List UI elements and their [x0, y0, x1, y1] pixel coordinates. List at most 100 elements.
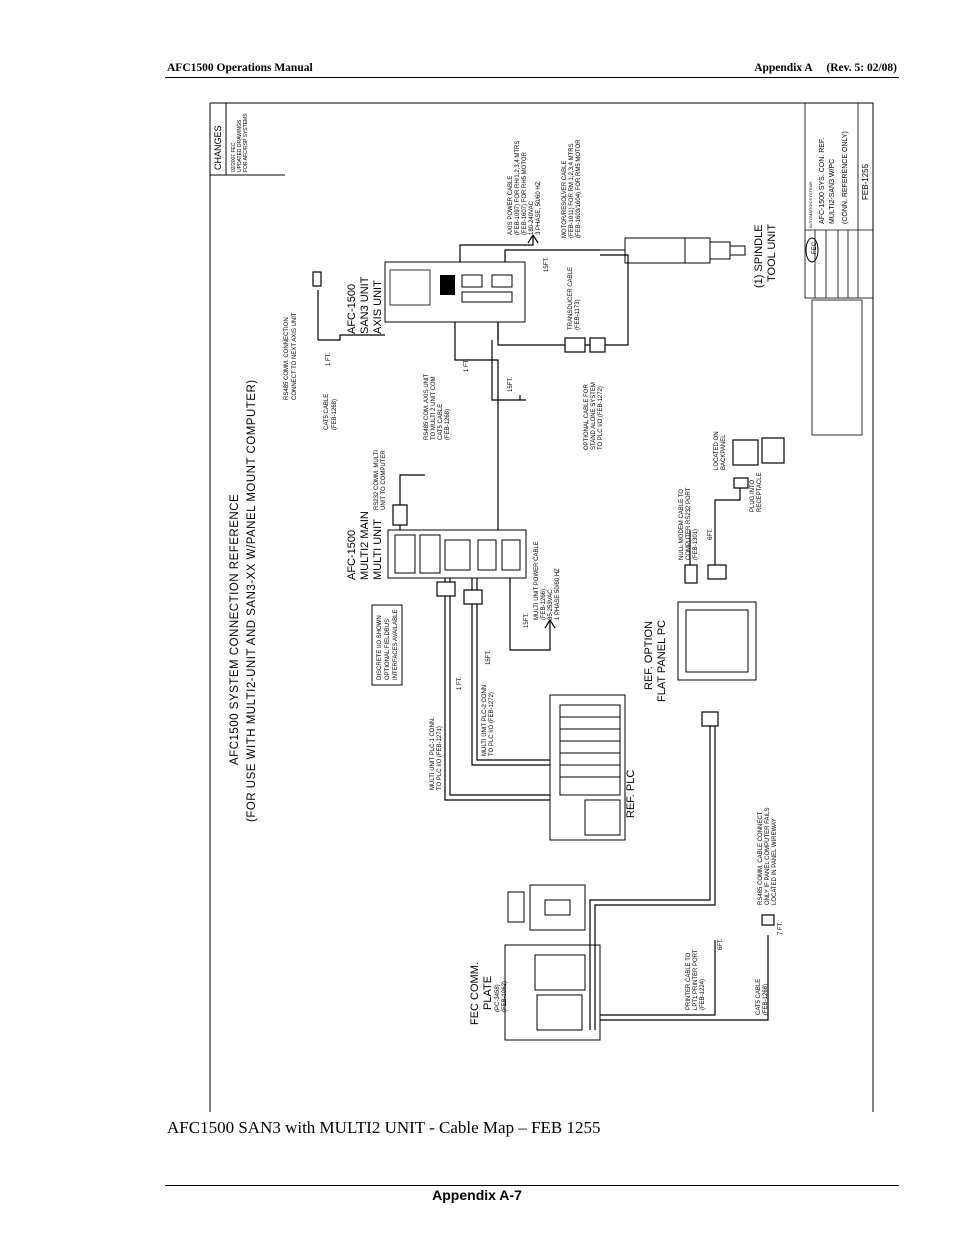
- page-footer: Appendix A-7: [432, 1187, 522, 1203]
- discrete-io-note: DISCRETE I/O SHOWN OPTIONAL FIELDBUS INT…: [371, 604, 403, 686]
- modem-plug-labels: NULL MODEM CABLE TO COMPUTER RS232 PORT …: [679, 431, 763, 560]
- length-15ft-b: 15FT.: [544, 257, 550, 272]
- axis-power-5: 3 PHASE, 50/60 HZ: [536, 181, 542, 235]
- flat-panel-label-2: FLAT PANEL PC: [656, 620, 668, 702]
- axis-power-3: (FEB-1607) FOR RH5 MOTOR: [522, 151, 528, 235]
- changes-line-1: 02/2007 FEC: [231, 142, 237, 172]
- san3-label-1: AFC-1500: [346, 284, 358, 334]
- cat5-bottom-2: (FEB-1268): [763, 984, 769, 1015]
- flat-panel-label-1: REF. OPTION: [643, 621, 655, 690]
- motor-resolver-2: (FEB-1011) FOR RM 1,2,3,4 MTRS: [569, 143, 575, 238]
- modem-1: NULL MODEM CABLE TO: [679, 489, 685, 560]
- printer-1: PRINTER CABLE TO: [686, 952, 692, 1010]
- header-manual-title: AFC1500 Operations Manual: [167, 62, 313, 74]
- multi-power-1: MULTI UNIT POWER CABLE: [534, 541, 540, 620]
- spindle-label-2: TOOL UNIT: [766, 224, 778, 282]
- length-1ft-b: 1 FT.: [464, 358, 470, 372]
- fec-label-3: (PC-3458): [495, 984, 501, 1012]
- motor-resolver-3: (FEB-1603/1604) FOR RM5 MOTOR: [576, 139, 582, 238]
- fec-label-2: PLATE: [482, 976, 494, 1010]
- flat-panel-pc: REF. OPTION FLAT PANEL PC: [643, 601, 757, 702]
- san3-label-2: SAN3 UNIT: [359, 276, 371, 334]
- cat5-bottom-1: CAT5 CABLE: [756, 979, 762, 1015]
- header-rule: [165, 77, 899, 78]
- switch-panel: [507, 884, 586, 931]
- rs485-comm-3: LOCATED IN PANEL WIREWAY: [772, 818, 778, 905]
- plug-1: PLUG INTO: [750, 479, 756, 512]
- axis-power-2: (FEB-1097) FOR RH/1,2,3,4 MTRS: [515, 141, 521, 235]
- drawing-subtitle: (FOR USE WITH MULTI2-UNIT AND SAN3-XX W/…: [246, 379, 258, 822]
- rs485-com-axis-4: (FEB-1268): [445, 409, 451, 440]
- rs485-com-axis-3: CAT5 CABLE: [438, 404, 444, 440]
- multi2-label-3: MULTI UNIT: [372, 519, 384, 580]
- optional-cable-3: TO PLC I/O (FEB-1272): [598, 386, 604, 450]
- rs485-next-2: CONNECT TO NEXT AXIS UNIT: [292, 312, 298, 400]
- spindle-label-1: (1) SPINDLE: [753, 224, 765, 288]
- rs485-com-axis-1: RS485 COM. AXIS UNIT: [424, 373, 430, 440]
- optional-cable-1: OPTIONAL CABLE FOR: [584, 384, 590, 450]
- plc2-1: MULTI UNIT PLC-2 CONN.: [482, 683, 488, 756]
- multi2-cables: [392, 420, 698, 801]
- multi2-main-unit: AFC-1500 MULTI2 MAIN MULTI UNIT: [346, 511, 527, 580]
- axis-power-4: 180-240VAC: [529, 200, 535, 235]
- drawing-titles: AFC1500 SYSTEM CONNECTION REFERENCE (FOR…: [229, 379, 258, 822]
- spindle-tool-unit: (1) SPINDLE TOOL UNIT: [600, 224, 778, 288]
- rs485-comm-1: RS485 COMM. CABLE CONNECT: [758, 811, 764, 905]
- san3-labels: RS485 COMM. CONNECTION CONNECT TO NEXT A…: [284, 139, 604, 450]
- printer-3: (FEB-1224): [700, 979, 706, 1010]
- motor-resolver-1: MOTOR/RESOLVER CABLE: [562, 161, 568, 238]
- title-block-company: AUTOMATION SYSTEMS: [808, 181, 813, 228]
- fec-comm-plate: FEC COMM. PLATE (PC-3458) (FEB-1062): [469, 944, 601, 1041]
- multi-power-4: 1 PHASE 50/60 HZ: [555, 568, 561, 620]
- length-6ft-a: 6FT.: [708, 528, 714, 540]
- footer-rule: [165, 1185, 899, 1186]
- bottom-labels: PRINTER CABLE TO LPT1 PRINTER PORT (FEB-…: [686, 808, 784, 1015]
- plc-rack: REF. PLC: [549, 694, 637, 841]
- multi-power-3: 85-253VAC: [548, 589, 554, 620]
- cat5-cable-top-2: (FEB-1268): [332, 399, 338, 430]
- multi2-label-2: MULTI2 MAIN: [359, 511, 371, 580]
- rs485-comm-2: ONLY IF PANEL COMPUTER FAILS: [765, 808, 771, 905]
- title-block-text: AFC-1500 SYS. CON. REF. MULTI2-SAN3 W/PC…: [808, 131, 870, 228]
- discrete-io-3: INTERFACES AVAILABLE: [393, 610, 399, 680]
- transducer-2: (FEB-1173): [575, 299, 581, 330]
- figure-caption: AFC1500 SAN3 with MULTI2 UNIT - Cable Ma…: [167, 1118, 601, 1137]
- modem-2: COMPUTER RS232 PORT: [686, 487, 692, 560]
- axis-power-1: AXIS POWER CABLE: [508, 176, 514, 235]
- title-block-drawing-title-2: MULTI2-SAN3 W/PC: [829, 159, 836, 224]
- plug-2: RECEPTACLE: [757, 472, 763, 512]
- bottom-cables: [600, 914, 775, 1021]
- svg-text:FEC: FEC: [812, 241, 818, 254]
- multi2-labels: RS232 COMM. MULTI UNIT TO COMPUTER MULTI…: [374, 450, 714, 790]
- discrete-io-2: OPTIONAL FIELDBUS: [385, 619, 391, 680]
- changes-block: CHANGES 02/2007 FEC UPDATED DRAWINGS FOR…: [213, 113, 249, 172]
- rs232-1: RS232 COMM. MULTI: [374, 450, 380, 510]
- san3-label-3: AXIS UNIT: [372, 280, 384, 334]
- multi2-label-1: AFC-1500: [346, 530, 358, 580]
- length-15ft-a: 15FT.: [508, 377, 514, 392]
- title-block: [804, 102, 874, 436]
- length-1ft-c: 1 FT.: [457, 676, 463, 690]
- flat-panel-cable: [589, 711, 719, 1030]
- changes-line-2: UPDATED DRAWINGS: [237, 119, 243, 172]
- modem-3: (FEB-1301): [693, 529, 699, 560]
- fec-label-4: (FEB-1062): [502, 981, 508, 1012]
- length-15ft-c: 15FT.: [486, 650, 492, 665]
- plc1-1: MULTI UNIT PLC-1 CONN.: [430, 717, 436, 790]
- rs232-2: UNIT TO COMPUTER: [381, 450, 387, 510]
- backpanel-1: LOCATED ON: [714, 431, 720, 470]
- title-block-drawing-title-1: AFC-1500 SYS. CON. REF.: [819, 138, 826, 224]
- fec-label-1: FEC COMM.: [469, 962, 481, 1025]
- length-1ft-a: 1 FT.: [326, 352, 332, 366]
- rs485-next-1: RS485 COMM. CONNECTION: [284, 317, 290, 400]
- title-block-drawing-number: FEB-1255: [861, 163, 870, 200]
- title-block-logo: FEC: [805, 237, 819, 263]
- plc1-2: TO PLC I/O (FEB-1271): [437, 726, 443, 790]
- length-6ft-b: 6FT.: [718, 938, 724, 950]
- length-15ft-d: 15FT.: [524, 613, 530, 628]
- drawing-title: AFC1500 SYSTEM CONNECTION REFERENCE: [229, 494, 241, 765]
- discrete-io-1: DISCRETE I/O SHOWN: [377, 615, 383, 680]
- transducer-1: TRANSDUCER CABLE: [568, 267, 574, 330]
- cat5-cable-top-1: CAT5 CABLE: [324, 394, 330, 430]
